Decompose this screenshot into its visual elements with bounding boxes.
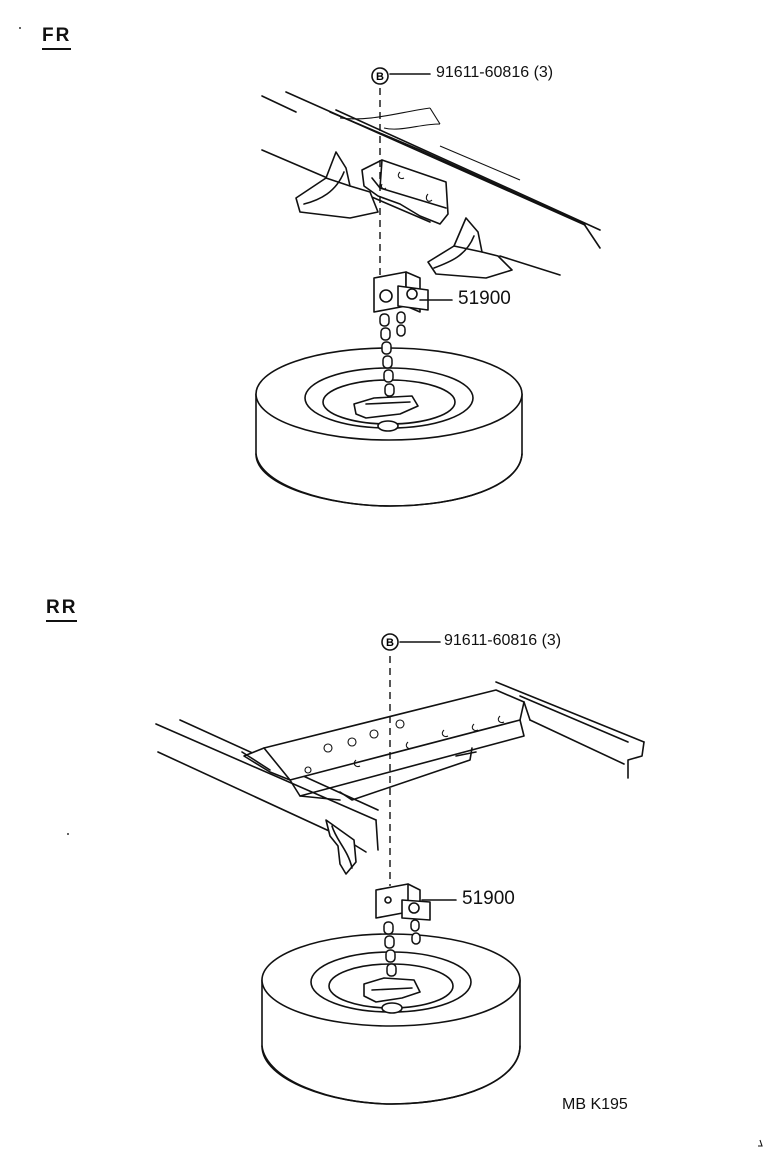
- stray-mark: [67, 833, 69, 835]
- front-carrier-part-number: 51900: [458, 288, 511, 309]
- front-right-support-bracket: [427, 217, 513, 279]
- front-left-support-bracket: [295, 151, 379, 219]
- rear-right-side-rail: [495, 681, 645, 779]
- corner-mark: [758, 1139, 763, 1147]
- front-tire-carrier-51900: [353, 271, 453, 432]
- illustration-code: MB K195: [562, 1096, 628, 1113]
- front-hanger-plate: [361, 159, 449, 225]
- rear-section-label: RR: [46, 598, 78, 622]
- front-section-label: FR: [42, 26, 72, 50]
- front-bolt-symbol-text: B: [376, 71, 384, 83]
- stray-mark: [19, 27, 21, 29]
- rear-carrier-part-number: 51900: [462, 888, 515, 909]
- rear-bolt-symbol-text: B: [386, 637, 394, 649]
- rear-tire-carrier-51900: [363, 883, 457, 1014]
- front-bolt-symbol-circle: [371, 67, 389, 85]
- rear-bolt-symbol-circle: [381, 633, 399, 651]
- rear-bolt-part-number: 91611-60816 (3): [444, 632, 562, 649]
- front-bolt-part-number: 91611-60816 (3): [436, 64, 554, 81]
- rear-crossmember: [241, 689, 525, 801]
